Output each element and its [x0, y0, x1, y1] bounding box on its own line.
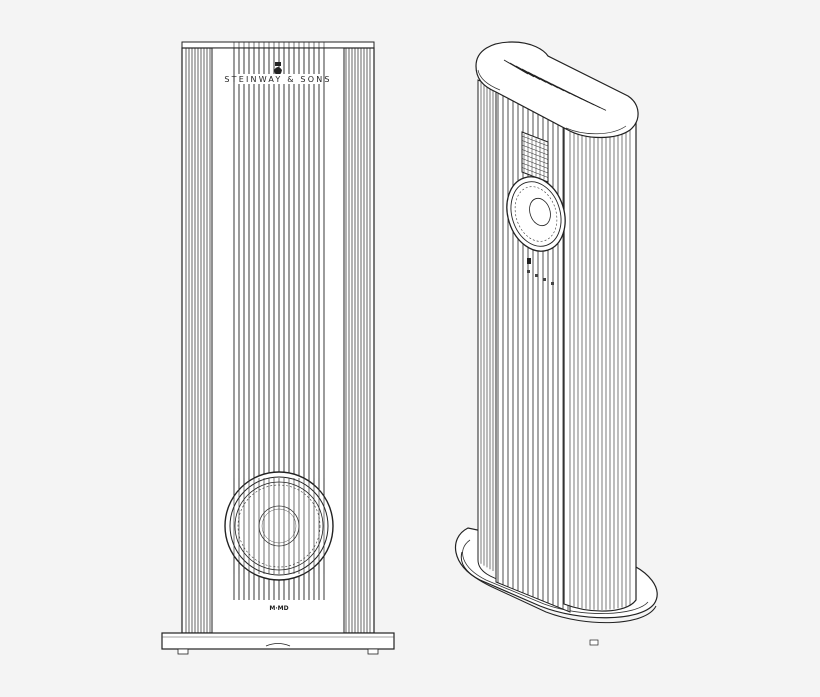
- brand-wordmark: STEINWAY & SONS: [224, 75, 331, 84]
- front-left-fluted-column: [185, 48, 211, 633]
- front-speaker-view: STEINWAY & SONS M·MD: [161, 41, 395, 655]
- woofer-grille-slats: [233, 478, 325, 574]
- front-plinth: [161, 632, 395, 655]
- angled-speaker-view: [454, 41, 658, 646]
- brand-lyre-icon: [274, 62, 282, 76]
- angled-top-louvers: [503, 59, 607, 111]
- midrange-driver: [506, 176, 566, 252]
- model-badge: M·MD: [269, 605, 288, 612]
- front-right-fluted-column: [345, 48, 371, 633]
- tweeter-driver: [521, 131, 549, 183]
- angled-right-fluted-column: [569, 126, 631, 610]
- angled-brand-marks: [527, 258, 554, 285]
- angled-right-column: [563, 116, 637, 612]
